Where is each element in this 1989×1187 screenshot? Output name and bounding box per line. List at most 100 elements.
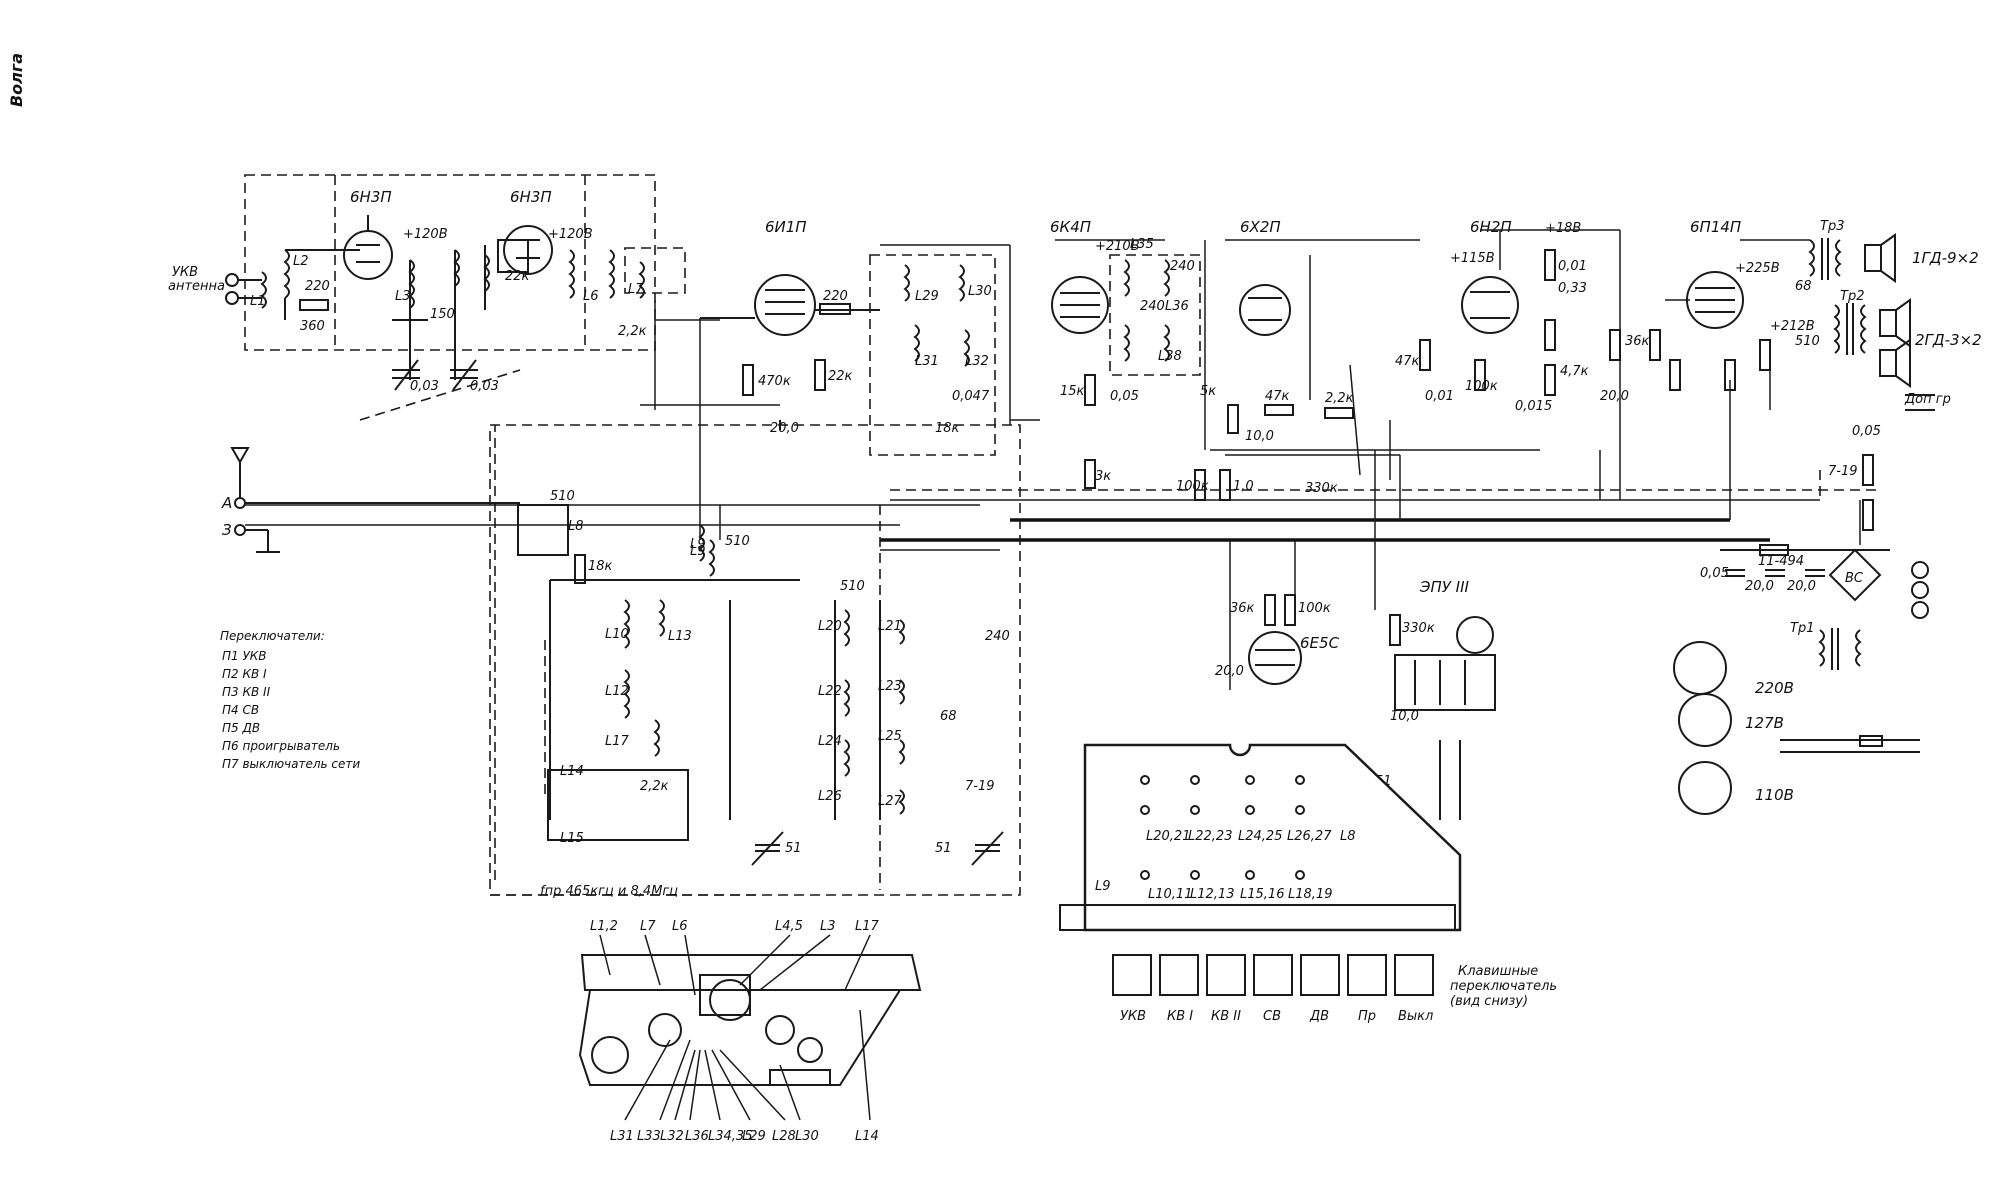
svg-text:470к: 470к — [758, 374, 791, 389]
svg-text:100к: 100к — [1465, 379, 1498, 394]
svg-text:L8: L8 — [1340, 829, 1356, 844]
svg-text:L27: L27 — [878, 794, 903, 809]
am-input-coils: 18к 510 L8 L10 L12 L17 L13 L14 L15 2,2к … — [517, 489, 800, 846]
key-label: УКВ — [1120, 1009, 1146, 1024]
svg-text:47к: 47к — [1265, 389, 1290, 404]
svg-text:+225В: +225В — [1735, 261, 1780, 276]
svg-text:П7 выключатель сети: П7 выключатель сети — [222, 757, 360, 771]
svg-text:L8: L8 — [568, 519, 584, 534]
svg-text:L20: L20 — [818, 619, 842, 634]
if-frequency-note: fпр 465кгц и 8,4Мгц — [540, 884, 678, 899]
tube-6i1p: 6И1П — [754, 218, 816, 336]
ukv-label: УКВ — [172, 265, 198, 280]
svg-text:240: 240 — [985, 629, 1010, 644]
svg-text:11-494: 11-494 — [1758, 554, 1804, 569]
svg-text:L3: L3 — [820, 919, 836, 934]
extra-speaker-output: Доп гр — [1904, 392, 1951, 411]
svg-text:360: 360 — [300, 319, 325, 334]
svg-text:2,2к: 2,2к — [1325, 391, 1354, 406]
svg-text:510: 510 — [550, 489, 575, 504]
margin-title: Волга — [7, 53, 26, 107]
svg-text:150: 150 — [430, 307, 455, 322]
svg-text:20,0: 20,0 — [1600, 389, 1629, 404]
svg-text:L24: L24 — [818, 734, 842, 749]
svg-text:36к: 36к — [1230, 601, 1255, 616]
tube-label: 6П14П — [1690, 218, 1741, 236]
epu-label: ЭПУ III — [1419, 578, 1470, 596]
svg-text:L29: L29 — [742, 1129, 766, 1144]
svg-text:L17: L17 — [855, 919, 880, 934]
svg-text:П4 СВ: П4 СВ — [222, 703, 259, 717]
svg-text:L2: L2 — [293, 254, 309, 269]
svg-text:L14: L14 — [560, 764, 584, 779]
key-switches: УКВ КВ I КВ II СВ ДВ Пр Выкл Клавишные п… — [1112, 954, 1557, 1024]
svg-text:110В: 110В — [1755, 786, 1794, 804]
svg-text:L31: L31 — [610, 1129, 634, 1144]
svg-text:Тр1: Тр1 — [1790, 621, 1814, 636]
svg-text:0,01: 0,01 — [1425, 389, 1454, 404]
svg-text:+18В: +18В — [1545, 221, 1581, 236]
svg-text:330к: 330к — [1305, 481, 1338, 496]
svg-text:L34,35: L34,35 — [708, 1129, 752, 1144]
svg-text:П3 КВ II: П3 КВ II — [222, 685, 271, 699]
svg-text:L28: L28 — [772, 1129, 796, 1144]
svg-text:510: 510 — [840, 579, 865, 594]
svg-text:510: 510 — [725, 534, 750, 549]
svg-text:Переключатели:: Переключатели: — [220, 629, 325, 643]
svg-text:L24,25: L24,25 — [1238, 829, 1282, 844]
svg-text:L25: L25 — [878, 729, 902, 744]
svg-text:L14: L14 — [855, 1129, 879, 1144]
key-label: КВ II — [1211, 1009, 1241, 1024]
svg-text:L17: L17 — [605, 734, 630, 749]
svg-text:0,33: 0,33 — [1558, 281, 1587, 296]
key-label: СВ — [1263, 1009, 1281, 1024]
svg-text:Клавишные: Клавишные — [1458, 964, 1538, 979]
tube-label: 6И1П — [765, 218, 807, 236]
svg-text:L29: L29 — [915, 289, 939, 304]
svg-text:L26,27: L26,27 — [1287, 829, 1332, 844]
svg-text:2,2к: 2,2к — [640, 779, 669, 794]
svg-text:L13: L13 — [668, 629, 692, 644]
svg-text:L38: L38 — [1158, 349, 1182, 364]
svg-text:L26: L26 — [818, 789, 842, 804]
tube-6n3p-2: 6Н3П 22к — [497, 188, 553, 284]
svg-text:L36: L36 — [685, 1129, 709, 1144]
svg-text:переключатель: переключатель — [1450, 979, 1557, 994]
svg-text:L9: L9 — [1095, 879, 1111, 894]
svg-text:7-19: 7-19 — [1828, 464, 1858, 479]
svg-text:L4,5: L4,5 — [775, 919, 803, 934]
output-transformer-tr3: Тр3 68 — [1795, 219, 1844, 294]
svg-text:L10: L10 — [605, 627, 629, 642]
svg-text:L1,2: L1,2 — [590, 919, 618, 934]
svg-text:220В: 220В — [1755, 679, 1794, 697]
svg-text:L30: L30 — [795, 1129, 819, 1144]
svg-text:100к: 100к — [1176, 479, 1209, 494]
svg-text:47к: 47к — [1395, 354, 1420, 369]
svg-text:0,03: 0,03 — [470, 379, 499, 394]
tube-label: 6К4П — [1050, 218, 1091, 236]
rectifier-label: ВС — [1845, 571, 1864, 586]
svg-text:220: 220 — [305, 279, 330, 294]
svg-text:0,03: 0,03 — [410, 379, 439, 394]
svg-text:20,0: 20,0 — [770, 421, 799, 436]
svg-text:+120В: +120В — [403, 227, 448, 242]
svg-text:22к: 22к — [505, 269, 530, 284]
key-label: Пр — [1358, 1009, 1376, 1024]
svg-text:L15: L15 — [560, 831, 584, 846]
output-transformer-tr2: Тр2 510 — [1795, 289, 1867, 355]
svg-text:L21: L21 — [878, 619, 902, 634]
svg-text:L7: L7 — [628, 282, 644, 297]
svg-text:L10,11: L10,11 — [1148, 887, 1192, 902]
ukv-mixer-stage: L3 +120В 150 — [392, 227, 490, 380]
svg-text:П2 КВ I: П2 КВ I — [222, 667, 267, 681]
svg-text:10,0: 10,0 — [1245, 429, 1274, 444]
svg-text:(вид снизу): (вид снизу) — [1450, 994, 1528, 1009]
svg-text:2,2к: 2,2к — [618, 324, 647, 339]
tube-label: 6Х2П — [1240, 218, 1281, 236]
svg-text:Тр3: Тр3 — [1820, 219, 1844, 234]
svg-text:68: 68 — [940, 709, 957, 724]
svg-text:L20,21: L20,21 — [1146, 829, 1190, 844]
svg-text:100к: 100к — [1298, 601, 1331, 616]
key-label: КВ I — [1167, 1009, 1193, 1024]
